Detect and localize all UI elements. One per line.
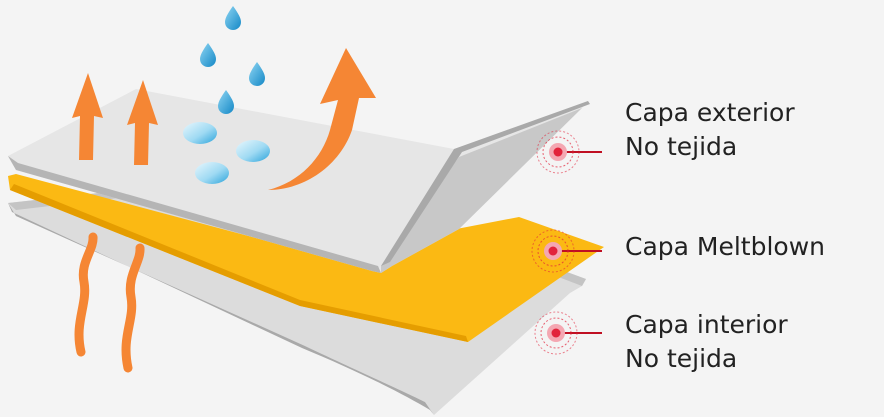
inner-layer-label-line2: No tejida xyxy=(625,342,788,376)
water-drops xyxy=(200,6,265,114)
meltblown-layer-label-line1: Capa Meltblown xyxy=(625,230,825,264)
inner-layer-marker xyxy=(535,312,577,354)
inner-layer-label: Capa interior No tejida xyxy=(625,308,788,376)
outer-layer-marker xyxy=(537,131,579,173)
water-bead-icon xyxy=(183,122,217,144)
inner-layer-label-line1: Capa interior xyxy=(625,308,788,342)
outer-layer-label-line2: No tejida xyxy=(625,130,795,164)
outer-layer-label: Capa exterior No tejida xyxy=(625,96,795,164)
water-drop-icon xyxy=(200,43,216,67)
water-bead-icon xyxy=(236,140,270,162)
outer-layer-label-line1: Capa exterior xyxy=(625,96,795,130)
water-bead-icon xyxy=(195,162,229,184)
heat-wave-icon xyxy=(79,237,93,352)
water-drop-icon xyxy=(218,90,234,114)
meltblown-layer-label: Capa Meltblown xyxy=(625,230,825,264)
water-drop-icon xyxy=(225,6,241,30)
water-drop-icon xyxy=(249,62,265,86)
